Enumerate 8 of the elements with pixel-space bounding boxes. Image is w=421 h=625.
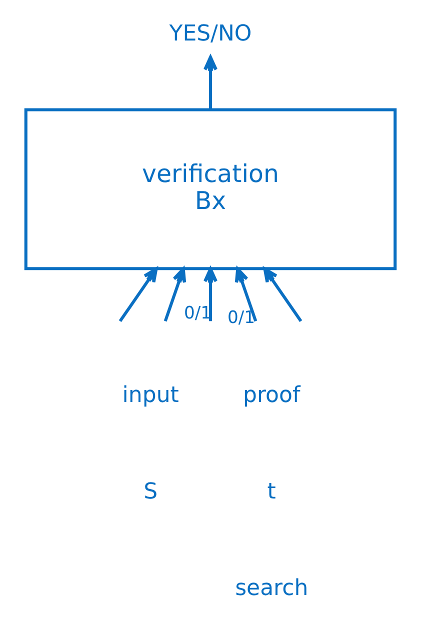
- node-text: YES/NO: [169, 22, 252, 47]
- label: proof: [243, 383, 300, 408]
- label: S: [144, 480, 158, 505]
- edge-label: 0/1: [228, 308, 256, 328]
- edge-label: 0/1: [184, 303, 212, 324]
- label: input: [122, 383, 179, 408]
- label: search: [235, 576, 308, 602]
- label: t: [267, 480, 276, 505]
